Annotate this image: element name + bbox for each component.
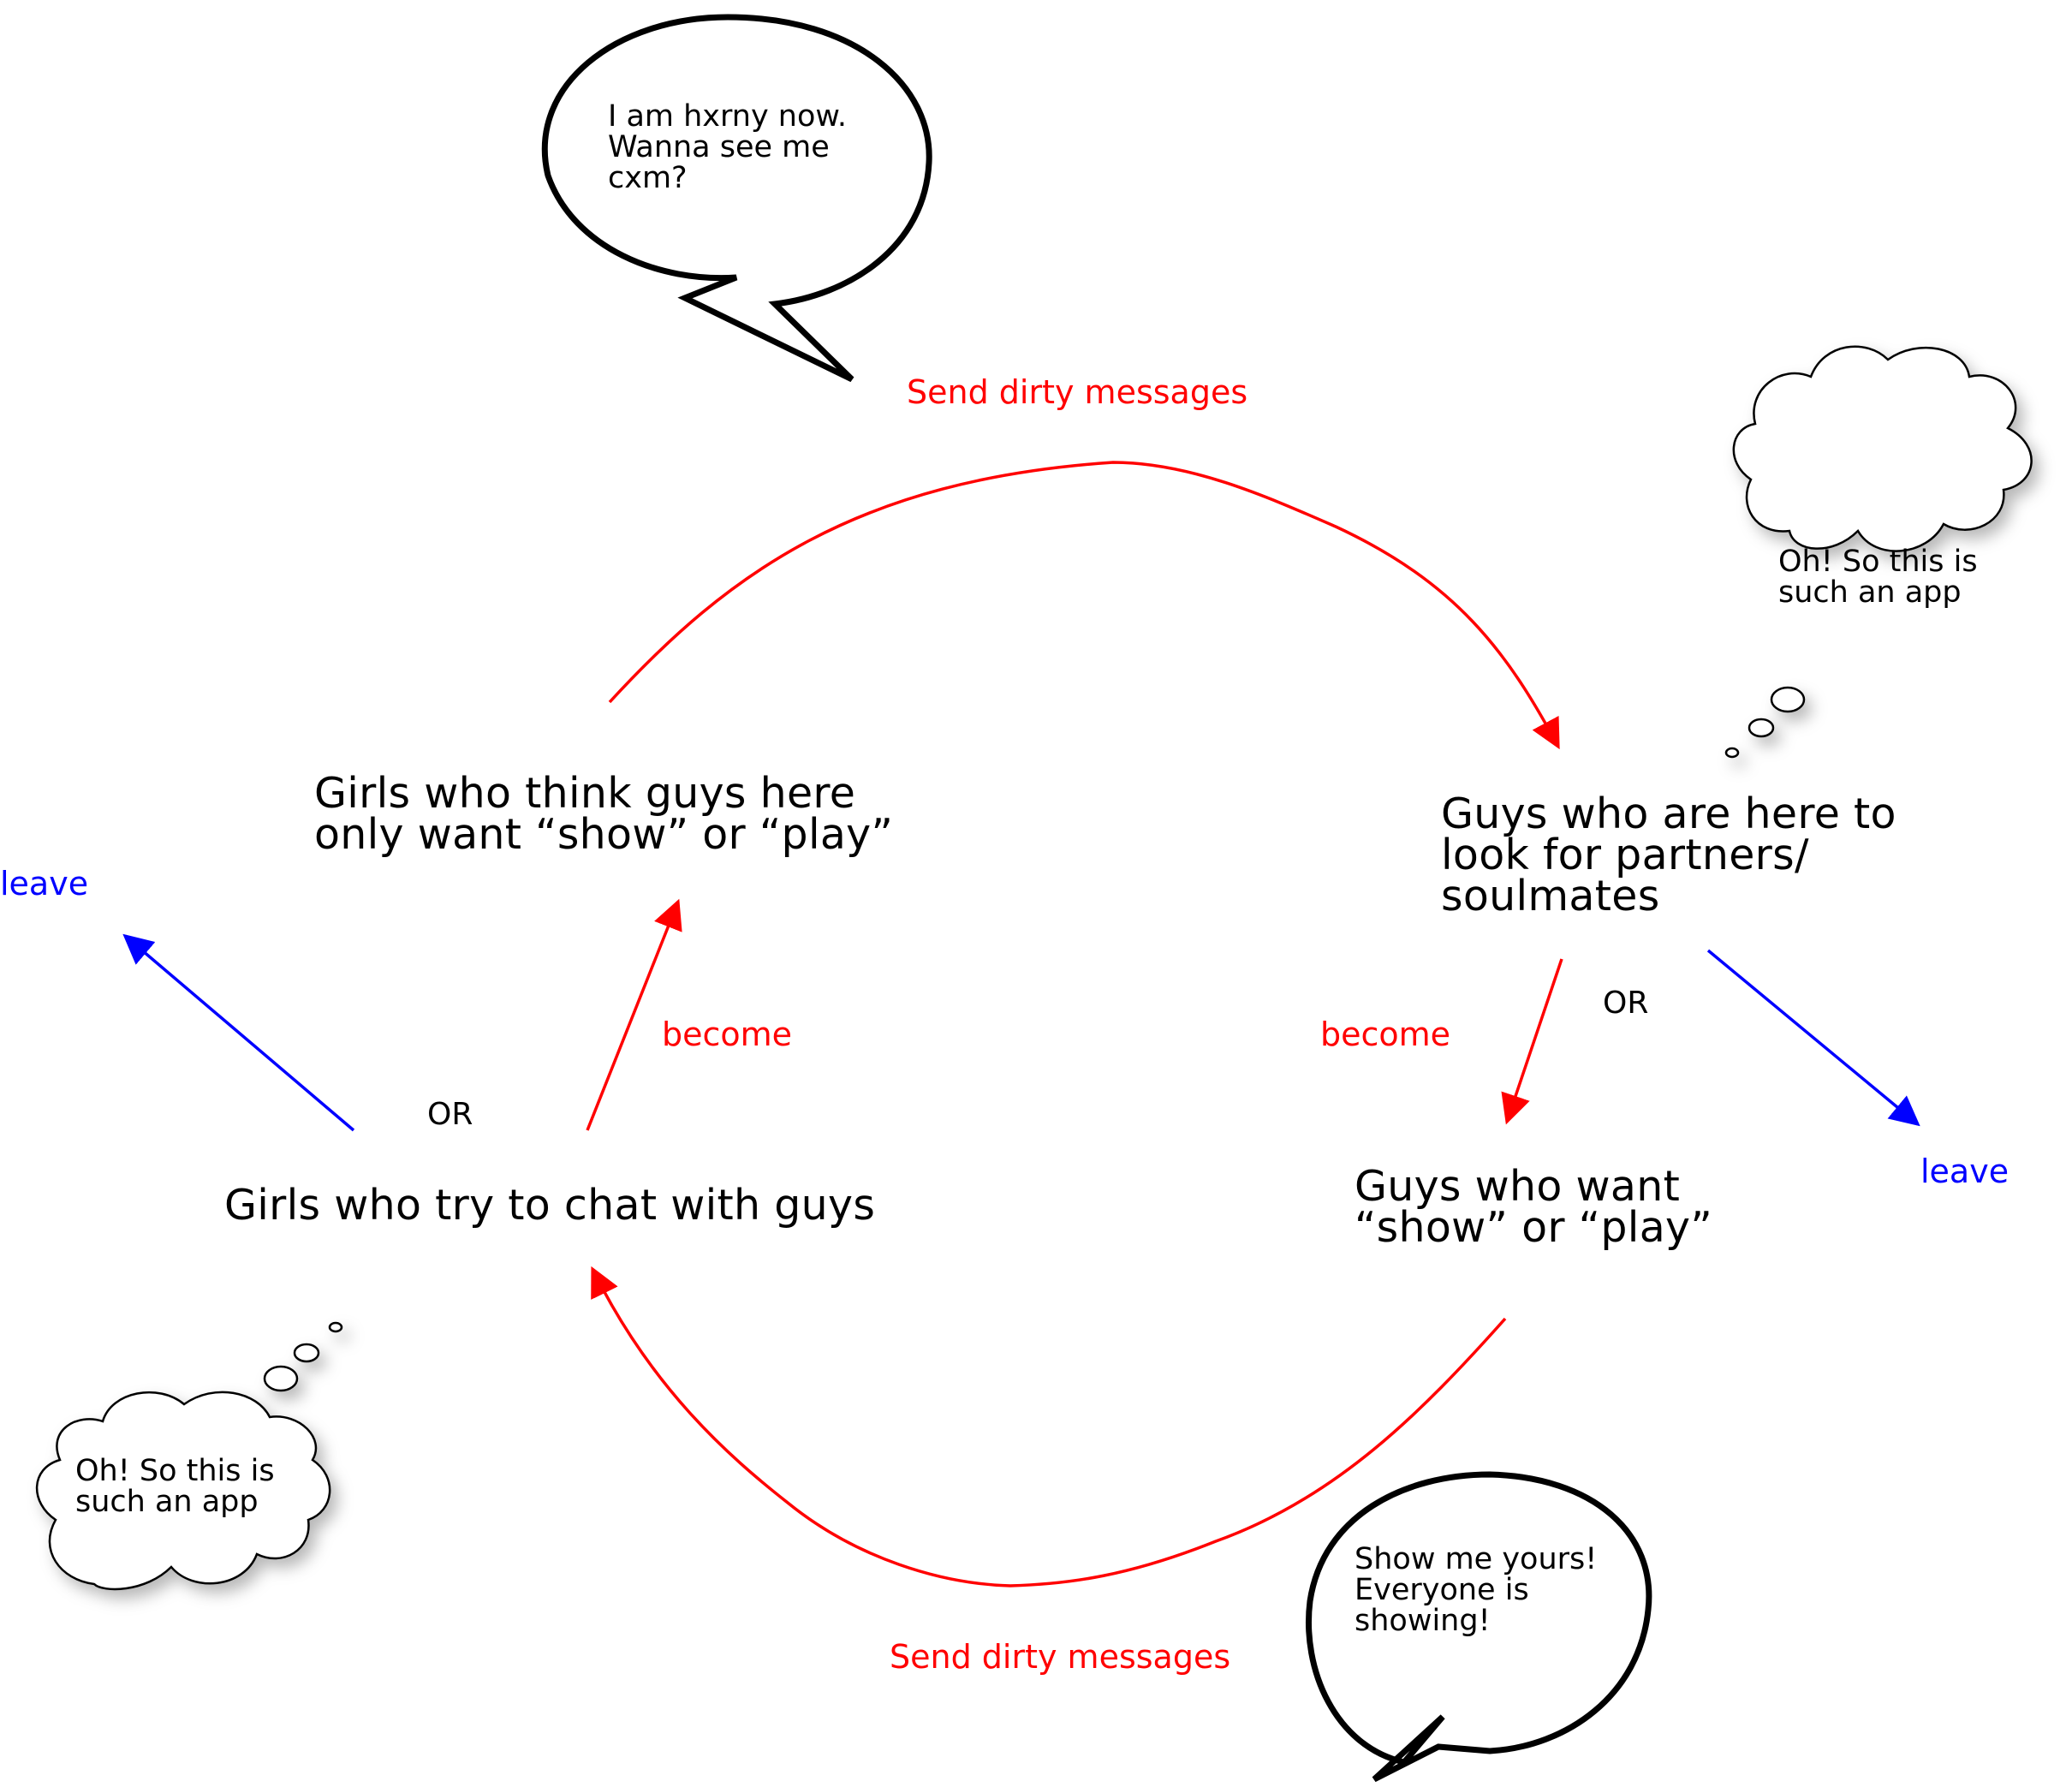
label-become-right: become xyxy=(1320,1016,1451,1053)
label-leave-right: leave xyxy=(1920,1153,2009,1190)
thought-cloud-right xyxy=(1724,345,2033,759)
become-arrow-right xyxy=(1501,958,1563,1125)
speech-bubble-bottom xyxy=(1306,1471,1652,1783)
thought-cloud-right-text: Oh! So this is such an app xyxy=(1778,545,1978,610)
label-or-left: OR xyxy=(427,1097,473,1132)
send-messages-arrow-bottom xyxy=(591,1266,1507,1587)
label-send-bottom: Send dirty messages xyxy=(890,1638,1231,1676)
send-messages-arrow-top xyxy=(608,461,1560,750)
node-girls-chat: Girls who try to chat with guys xyxy=(224,1181,876,1230)
become-arrow-left xyxy=(586,898,682,1131)
label-become-left: become xyxy=(662,1016,793,1053)
thought-cloud-left-text: Oh! So this is such an app xyxy=(75,1454,275,1519)
label-or-right: OR xyxy=(1603,986,1649,1021)
speech-bubble-bottom-text: Show me yours! Everyone is showing! xyxy=(1355,1542,1598,1638)
label-leave-left: leave xyxy=(0,865,89,902)
speech-bubble-top-text: I am hxrny now. Wanna see me cxm? xyxy=(608,99,847,195)
leave-arrow-right xyxy=(1706,949,1920,1127)
speech-bubble-top xyxy=(541,14,932,383)
node-girls-think: Girls who think guys here only want “sho… xyxy=(314,769,894,859)
node-guys-partners: Guys who are here to look for partners/ … xyxy=(1441,789,1896,920)
label-send-top: Send dirty messages xyxy=(907,373,1248,411)
leave-arrow-left xyxy=(122,933,355,1132)
node-guys-want: Guys who want “show” or “play” xyxy=(1355,1162,1712,1252)
thought-cloud-left xyxy=(35,1321,343,1591)
